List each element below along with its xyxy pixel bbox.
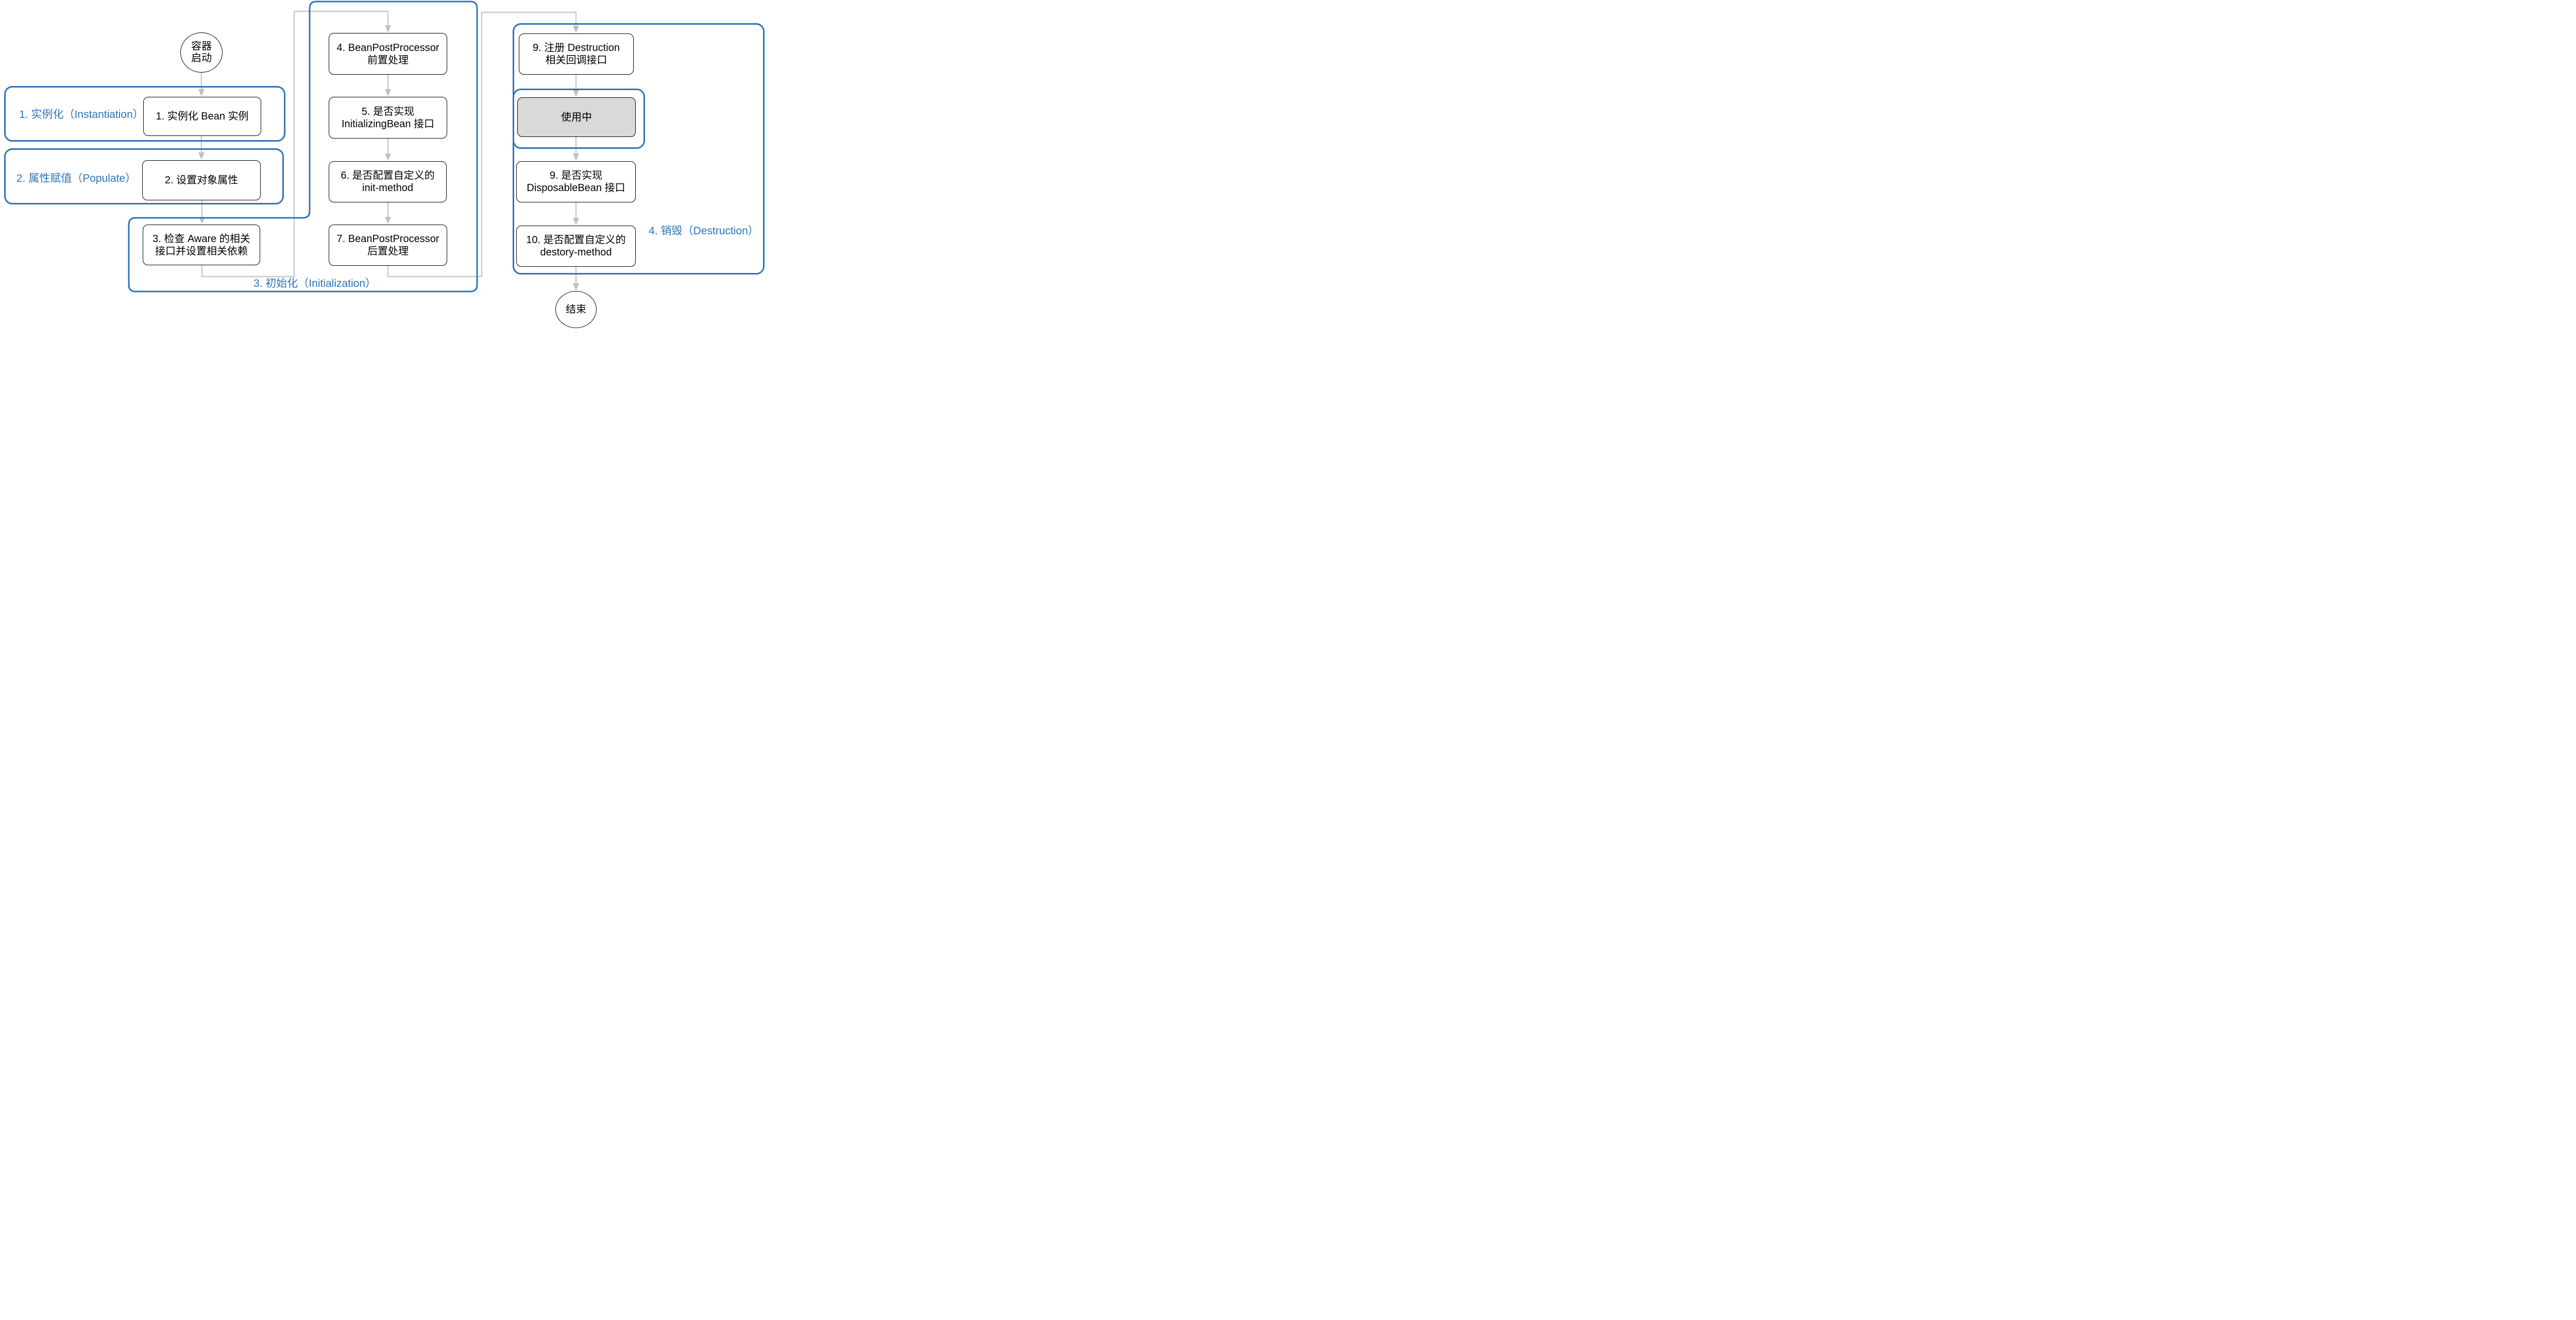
node-step-10-destroy-method: 10. 是否配置自定义的 destory-method [516,226,636,267]
in-use-inner-container [513,89,645,149]
phase-1-instantiation-container [4,86,285,142]
diagram-underlay [128,1,579,293]
end-terminal: 结束 [555,291,597,328]
arrowhead-into-step1 [198,89,205,96]
phase-1-label: 1. 实例化（Instantiation） [19,109,144,121]
arrowhead-into-step7 [385,217,391,224]
arrowhead-into-step4 [385,25,391,32]
arrowhead-into-step9dis [573,153,579,161]
connector-step3-to-step4 [201,10,389,278]
arrowhead-into-step2 [198,152,205,160]
phase-4-destruction-container [513,23,765,275]
node-step-9-disposablebean: 9. 是否实现 DisposableBean 接口 [516,161,636,202]
arrowhead-into-inuse [573,90,579,97]
start-terminal: 容器 启动 [180,32,223,73]
connector-step7-to-step9reg [387,11,577,278]
phase-2-label: 2. 属性赋值（Populate） [16,173,137,184]
node-step-5-initializingbean: 5. 是否实现 InitializingBean 接口 [329,97,447,139]
spring-bean-lifecycle-diagram: 容器 启动 结束 1. 实例化 Bean 实例 2. 设置对象属性 3. 检查 … [0,0,769,330]
node-step-6-init-method: 6. 是否配置自定义的 init-method [329,161,447,202]
arrowhead-into-step6 [385,153,391,161]
node-step-1-instantiate-bean: 1. 实例化 Bean 实例 [143,97,261,136]
node-step-9-register-destruction: 9. 注册 Destruction 相关回调接口 [519,33,634,75]
arrowhead-into-step9reg [573,26,579,33]
phase-4-label: 4. 销毁（Destruction） [649,225,759,237]
node-step-2-set-properties: 2. 设置对象属性 [142,160,261,200]
arrowhead-into-end [573,283,579,290]
phase-2-populate-container [4,148,284,204]
phase-3-label: 3. 初始化（Initialization） [253,278,377,289]
node-step-4-bpp-before: 4. BeanPostProcessor 前置处理 [329,33,447,75]
arrowhead-into-step10 [573,218,579,225]
arrowhead-into-step5 [385,89,391,96]
node-step-3-check-aware: 3. 检查 Aware 的相关 接口并设置相关依赖 [143,225,260,265]
node-in-use: 使用中 [517,97,636,137]
node-step-7-bpp-after: 7. BeanPostProcessor 后置处理 [329,225,447,266]
phase-3-initialization-container [128,1,478,293]
